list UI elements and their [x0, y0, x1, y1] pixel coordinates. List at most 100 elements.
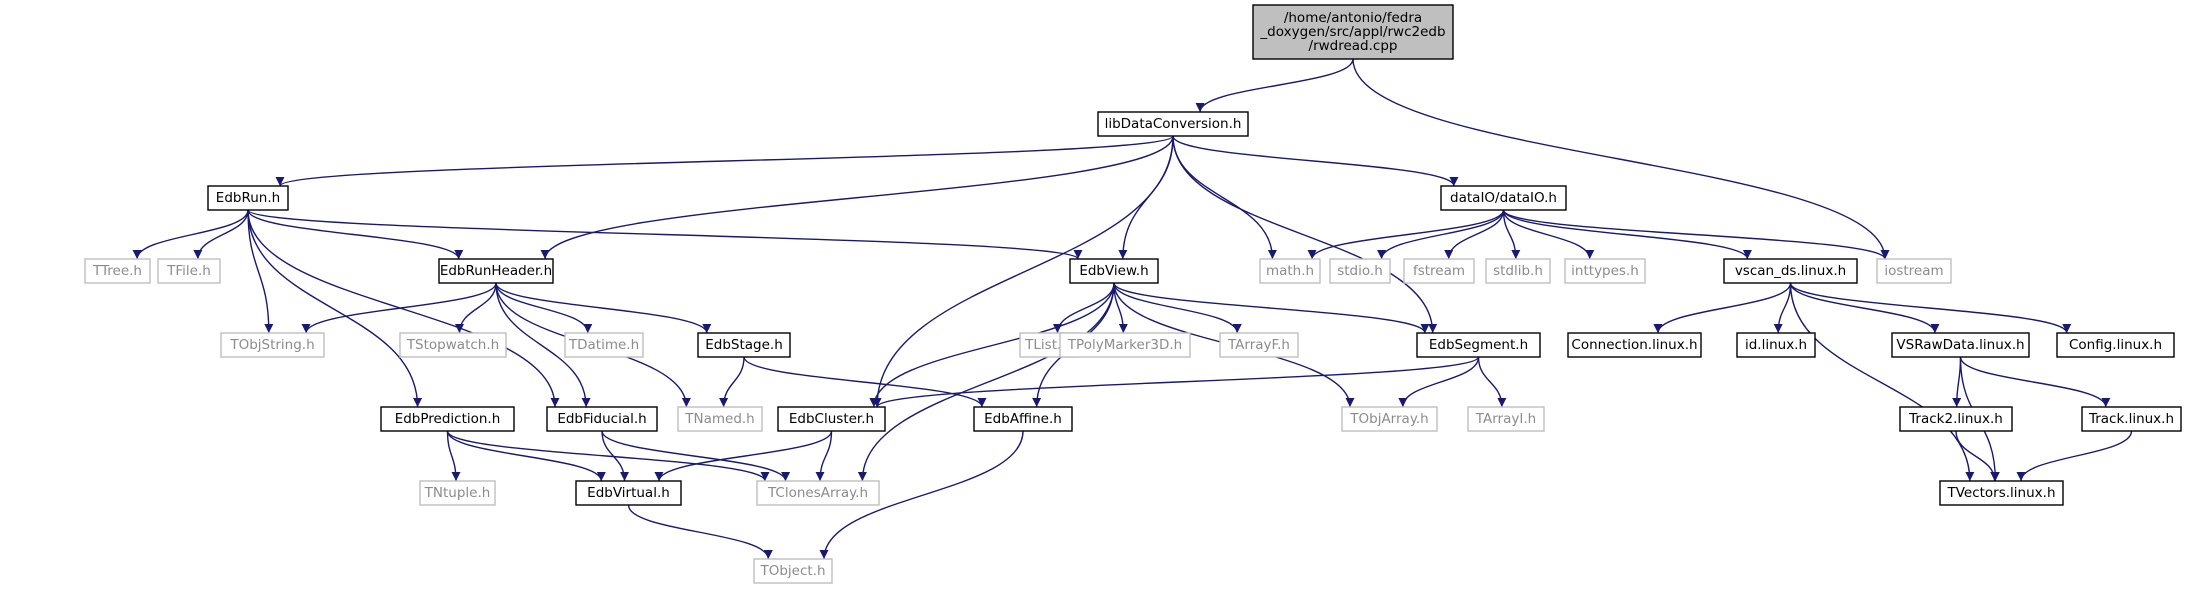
edge-edb-run-header-to-tdatime	[495, 282, 593, 334]
node-tnamed[interactable]: TNamed.h	[677, 406, 763, 432]
edge-edb-fiducial-to-tclones-array	[601, 430, 791, 482]
node-connection[interactable]: Connection.linux.h	[1567, 332, 1702, 358]
node-tntuple[interactable]: TNtuple.h	[419, 480, 496, 506]
node-label: iostream	[1884, 263, 1943, 279]
edge-edb-view-to-tarray-f	[1113, 282, 1242, 334]
edge-vscan-ds-to-connection	[1653, 282, 1792, 334]
node-label: math.h	[1266, 263, 1314, 279]
node-box	[1939, 480, 2064, 506]
edge-track2-to-tvectors	[1955, 430, 2000, 482]
node-box	[1876, 258, 1952, 284]
node-label: TArrayF.h	[1227, 337, 1290, 353]
edge-vsraw-data-to-track	[1959, 356, 2111, 408]
node-box	[1736, 332, 1816, 358]
node-label: TDatime.h	[568, 337, 639, 353]
node-label: TObjString.h	[229, 337, 314, 353]
node-label: inttypes.h	[1571, 263, 1639, 279]
edge-data-io-to-math	[1307, 209, 1505, 260]
node-ttree[interactable]: TTree.h	[84, 258, 151, 284]
node-label: Track2.linux.h	[1908, 411, 2003, 427]
node-edb-affine[interactable]: EdbAffine.h	[973, 406, 1073, 432]
node-tobj-string[interactable]: TObjString.h	[220, 332, 325, 358]
node-label: EdbFiducial.h	[557, 411, 646, 427]
edge-edb-run-to-edb-view	[247, 209, 1083, 260]
node-edb-stage[interactable]: EdbStage.h	[697, 332, 791, 358]
node-box	[546, 406, 658, 432]
node-root-file[interactable]: /home/antonio/fedra _doxygen/src/appl/rw…	[1252, 4, 1454, 60]
node-label: stdlib.h	[1493, 263, 1543, 279]
edge-vscan-ds-to-idlinux	[1773, 282, 1792, 334]
node-box	[1403, 258, 1475, 284]
node-label: fstream	[1413, 263, 1465, 279]
edge-edb-virtual-to-tobject	[627, 504, 773, 560]
node-label: VSRawData.linux.h	[1896, 337, 2024, 353]
node-data-io[interactable]: dataIO/dataIO.h	[1440, 185, 1567, 211]
edges	[132, 58, 2133, 560]
edge-edb-run-header-to-tobj-string	[301, 282, 497, 334]
node-track[interactable]: Track.linux.h	[2081, 406, 2182, 432]
node-tobject[interactable]: TObject.h	[753, 558, 833, 584]
node-label: Config.linux.h	[2069, 337, 2162, 353]
edge-lib-data-conversion-to-edb-view	[1118, 135, 1174, 260]
node-box	[753, 558, 833, 584]
node-edb-cluster[interactable]: EdbCluster.h	[777, 406, 886, 432]
node-edb-virtual[interactable]: EdbVirtual.h	[575, 480, 682, 506]
node-box	[220, 332, 325, 358]
node-label: EdbSegment.h	[1429, 337, 1528, 353]
edge-data-io-to-iostream	[1502, 209, 1890, 260]
node-label: TStopwatch.h	[406, 337, 499, 353]
node-tclones-array[interactable]: TClonesArray.h	[756, 480, 880, 506]
edge-edb-run-to-ttree	[132, 209, 249, 260]
edge-edb-segment-to-edb-cluster	[872, 356, 1480, 408]
node-tpoly-marker3-d[interactable]: TPolyMarker3D.h	[1059, 332, 1191, 358]
node-iostream[interactable]: iostream	[1876, 258, 1952, 284]
node-box	[1059, 332, 1191, 358]
edge-vscan-ds-to-config	[1789, 282, 2072, 334]
node-tstopwatch[interactable]: TStopwatch.h	[399, 332, 507, 358]
edge-edb-stage-to-tnamed	[719, 356, 745, 408]
node-tvectors[interactable]: TVectors.linux.h	[1939, 480, 2064, 506]
node-label: EdbRun.h	[216, 190, 280, 206]
node-vsraw-data[interactable]: VSRawData.linux.h	[1891, 332, 2030, 358]
nodes: /home/antonio/fedra _doxygen/src/appl/rw…	[84, 4, 2182, 584]
node-box	[1564, 258, 1646, 284]
node-inttypes[interactable]: inttypes.h	[1564, 258, 1646, 284]
node-lib-data-conversion[interactable]: libDataConversion.h	[1097, 111, 1249, 137]
node-edb-fiducial[interactable]: EdbFiducial.h	[546, 406, 658, 432]
node-tarray-i[interactable]: TArrayI.h	[1467, 406, 1545, 432]
node-edb-run-header[interactable]: EdbRunHeader.h	[438, 258, 554, 284]
node-label: TPolyMarker3D.h	[1067, 337, 1182, 353]
node-edb-run[interactable]: EdbRun.h	[207, 185, 289, 211]
node-label: EdbPrediction.h	[395, 411, 501, 427]
node-stdlib[interactable]: stdlib.h	[1485, 258, 1551, 284]
node-box	[1899, 406, 2013, 432]
node-box	[575, 480, 682, 506]
node-config[interactable]: Config.linux.h	[2056, 332, 2175, 358]
node-edb-view[interactable]: EdbView.h	[1069, 258, 1159, 284]
root-label-line-2: _doxygen/src/appl/rwc2edb	[1259, 24, 1445, 40]
edge-edb-run-to-edb-run-header	[247, 209, 464, 260]
edge-edb-run-to-tobj-string	[247, 209, 274, 334]
node-box	[157, 258, 221, 284]
node-label: TArrayI.h	[1475, 411, 1536, 427]
node-fstream[interactable]: fstream	[1403, 258, 1475, 284]
node-track2[interactable]: Track2.linux.h	[1899, 406, 2013, 432]
node-box	[777, 406, 886, 432]
node-tdatime[interactable]: TDatime.h	[564, 332, 644, 358]
node-edb-segment[interactable]: EdbSegment.h	[1416, 332, 1541, 358]
node-math[interactable]: math.h	[1259, 258, 1321, 284]
root-label-line-1: /home/antonio/fedra	[1284, 10, 1422, 26]
node-label: EdbView.h	[1079, 263, 1148, 279]
node-stdio[interactable]: stdio.h	[1329, 258, 1391, 284]
node-tarray-f[interactable]: TArrayF.h	[1219, 332, 1299, 358]
node-edb-prediction[interactable]: EdbPrediction.h	[380, 406, 515, 432]
edge-edb-run-to-edb-prediction	[247, 209, 423, 408]
node-label: libDataConversion.h	[1105, 116, 1242, 132]
node-vscan-ds[interactable]: vscan_ds.linux.h	[1723, 258, 1858, 284]
node-tobj-array[interactable]: TObjArray.h	[1341, 406, 1438, 432]
node-box	[1567, 332, 1702, 358]
node-tfile[interactable]: TFile.h	[157, 258, 221, 284]
node-idlinux[interactable]: id.linux.h	[1736, 332, 1816, 358]
node-box	[1219, 332, 1299, 358]
edge-lib-data-conversion-to-edb-run	[275, 135, 1174, 187]
